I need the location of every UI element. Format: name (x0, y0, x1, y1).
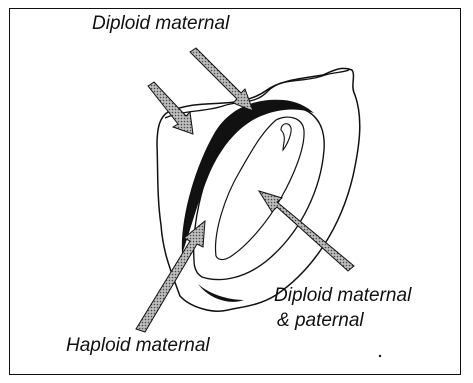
arrow-diploid-maternal-right (190, 48, 253, 111)
small-mark (379, 355, 381, 357)
label-haploid-maternal: Haploid maternal (66, 336, 210, 357)
label-diploid-maternal: Diploid maternal (92, 14, 229, 35)
label-diploid-maternal-paternal-line2: & paternal (277, 311, 364, 332)
label-diploid-maternal-paternal-line1: Diploid maternal (274, 286, 411, 307)
